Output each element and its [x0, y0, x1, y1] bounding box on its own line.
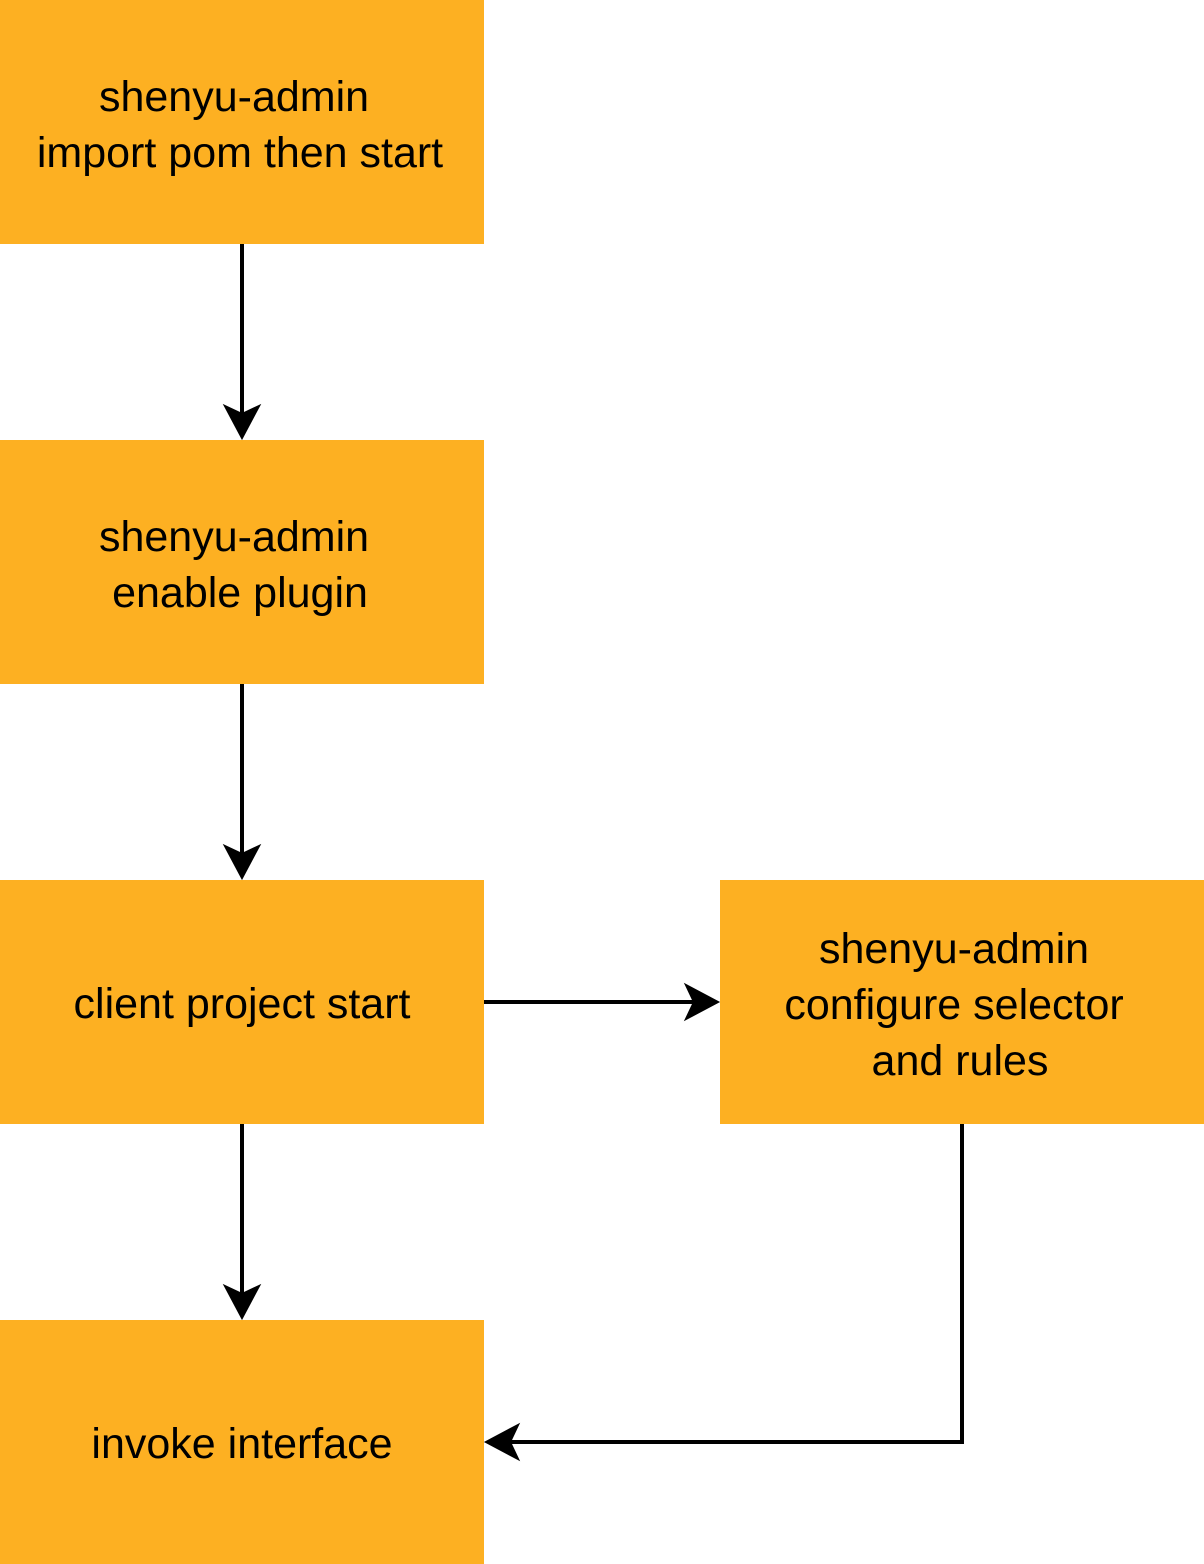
node-label-line: shenyu-admin: [99, 513, 369, 561]
edge-line: [504, 1124, 964, 1444]
node-box: [0, 0, 484, 244]
node-enable-plugin: shenyu-admin enable plugin: [0, 440, 484, 684]
node-box: [0, 1320, 484, 1564]
edge-client-start-to-configure-selector: [484, 982, 721, 1022]
node-configure-selector: shenyu-admin configure selector and rule…: [720, 880, 1204, 1124]
arrow-head-icon: [222, 403, 262, 441]
arrow-head-icon: [222, 1283, 262, 1321]
node-label-line: shenyu-admin: [99, 73, 369, 121]
node-label-line: and rules: [872, 1037, 1049, 1085]
node-box: [720, 880, 1204, 1124]
node-label-line: shenyu-admin: [819, 925, 1089, 973]
edge-client-start-to-invoke-interface: [222, 1124, 262, 1321]
edges: [222, 244, 964, 1462]
node-box: [0, 880, 484, 1124]
node-label-line: enable plugin: [112, 569, 368, 617]
node-label-line: invoke interface: [91, 1420, 392, 1468]
node-label: shenyu-admin configure selector and rule…: [784, 925, 1135, 1085]
node-label: shenyu-admin import pom then start: [37, 73, 443, 177]
node-client-start: client project start: [0, 880, 484, 1124]
arrow-head-icon: [222, 843, 262, 881]
edge-enable-plugin-to-client-start: [222, 684, 262, 881]
edge-configure-selector-to-invoke-interface: [483, 1124, 964, 1462]
node-label-line: import pom then start: [37, 129, 443, 177]
arrow-head-icon: [683, 982, 721, 1022]
node-label: invoke interface: [91, 1420, 392, 1468]
node-invoke-interface: invoke interface: [0, 1320, 484, 1564]
arrow-head-icon: [483, 1422, 521, 1462]
edge-import-pom-to-enable-plugin: [222, 244, 262, 441]
node-import-pom: shenyu-admin import pom then start: [0, 0, 484, 244]
node-label-line: configure selector: [784, 981, 1123, 1029]
node-box: [0, 440, 484, 684]
node-label-line: client project start: [74, 980, 411, 1028]
node-label: client project start: [74, 980, 411, 1028]
node-label: shenyu-admin enable plugin: [99, 513, 381, 617]
